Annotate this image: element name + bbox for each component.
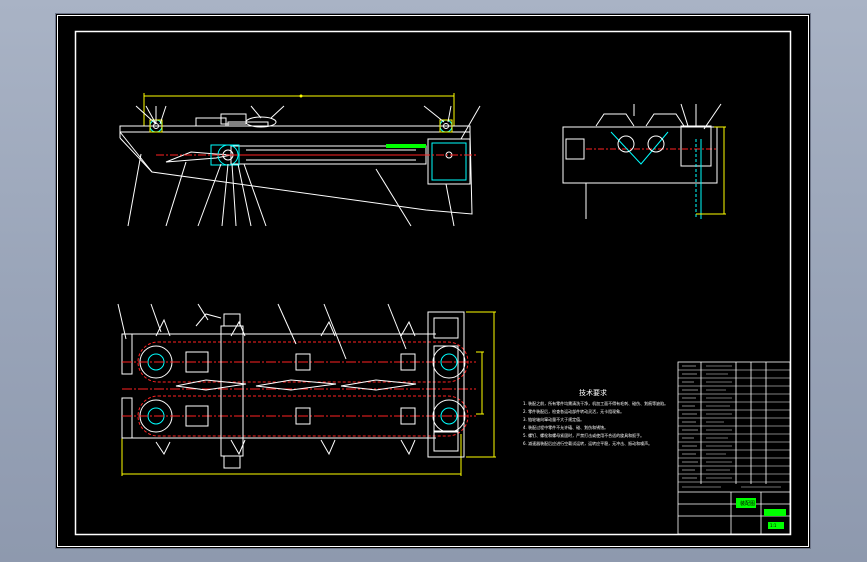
tech-req-line: 4. 装配过程中零件不允许磕、碰、划伤和锈蚀。: [523, 424, 608, 430]
plan-view: [117, 303, 496, 476]
title-block-label: 装配图: [740, 500, 755, 507]
tech-req-line: 1. 装配之前，所有零件均需清洗干净，机加工面不得有毛刺、碰伤、划痕等缺陷。: [523, 400, 668, 406]
parts-list-and-title-block: 装配图 1:1: [677, 361, 791, 535]
tech-req-title: 技术要求: [579, 388, 607, 397]
tech-req-line: 6. 减速器装配后应进行空载试运转，运转应平稳，无冲击、振动和噪声。: [523, 440, 652, 446]
inner-frame: [74, 30, 792, 536]
cad-drawing: 技术要求 1. 装配之前，所有零件均需清洗干净，机加工面不得有毛刺、碰伤、划痕等…: [57, 15, 809, 547]
tech-req-line: 2. 零件装配后，检查各运动部件转动灵活，无卡阻现象。: [523, 408, 624, 414]
outer-frame: [57, 15, 809, 547]
drawing-sheet: 技术要求 1. 装配之前，所有零件均需清洗干净，机加工面不得有毛刺、碰伤、划痕等…: [56, 14, 810, 548]
tech-req-line: 3. 链轮轴向窜动量不大于规定值。: [523, 416, 584, 422]
side-elevation-view: [119, 93, 481, 227]
tech-req-line: 5. 螺钉、螺栓和螺母紧固时，严禁打击或使用不合适的旋具和扳手。: [523, 432, 644, 438]
end-view: [562, 103, 726, 219]
scale-label: 1:1: [770, 523, 777, 528]
technical-requirements: 技术要求 1. 装配之前，所有零件均需清洗干净，机加工面不得有毛刺、碰伤、划痕等…: [523, 388, 668, 446]
